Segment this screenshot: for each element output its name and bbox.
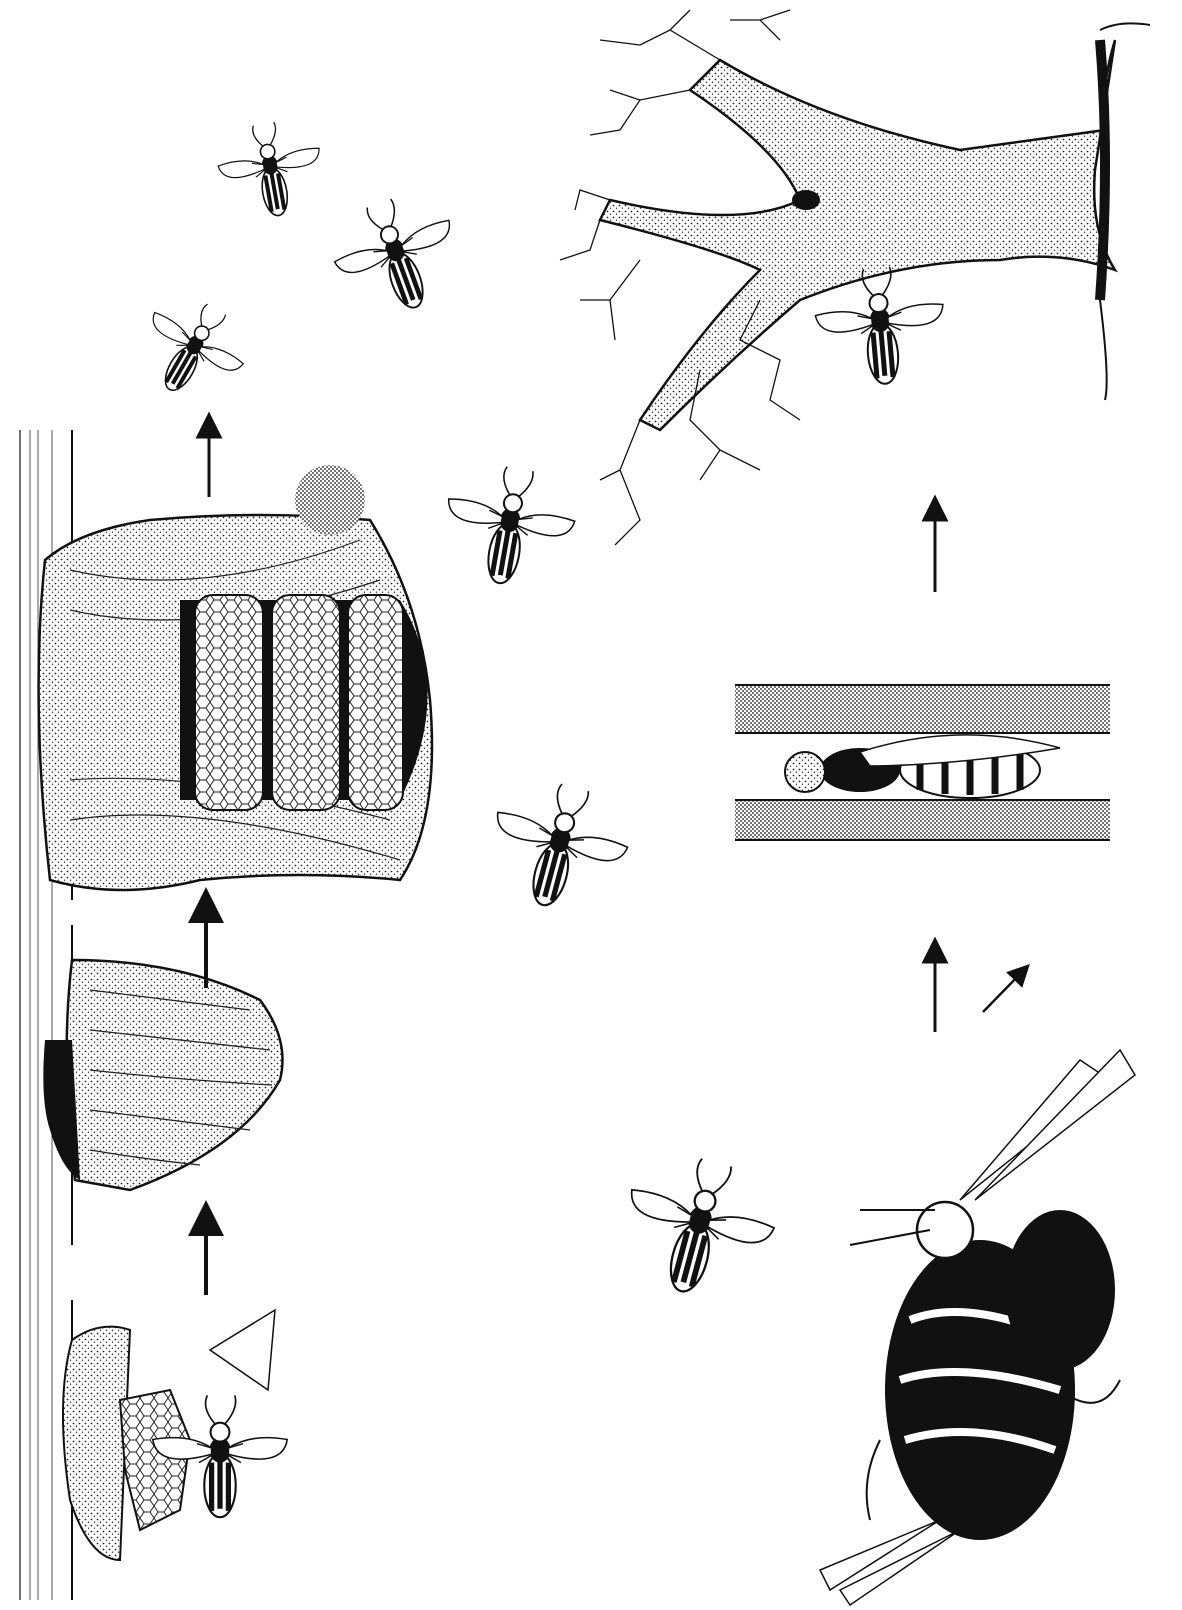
worker-wasp-icon-2 (436, 458, 582, 594)
worker-wasp-icon (321, 183, 473, 328)
tree-with-queen (560, 10, 1150, 545)
hibernating-queen-in-crevice (735, 685, 1110, 840)
tree-icon (600, 40, 1115, 430)
wasp-group-icon (125, 283, 260, 415)
mating-wasps-icon (820, 1050, 1135, 1605)
mature-nest-combs (39, 465, 432, 890)
early-envelope-nest (43, 960, 282, 1190)
worker-wasp-icon-3 (478, 770, 639, 922)
mating-pair (610, 1050, 1135, 1605)
arrow-5-to-6-diagonal (983, 972, 1022, 1012)
founding-queen-small-nest (63, 1310, 287, 1560)
male-wasp-icon (212, 115, 329, 224)
hibernating-queen-icon (785, 735, 1060, 798)
young-queen-icon (610, 1143, 787, 1310)
